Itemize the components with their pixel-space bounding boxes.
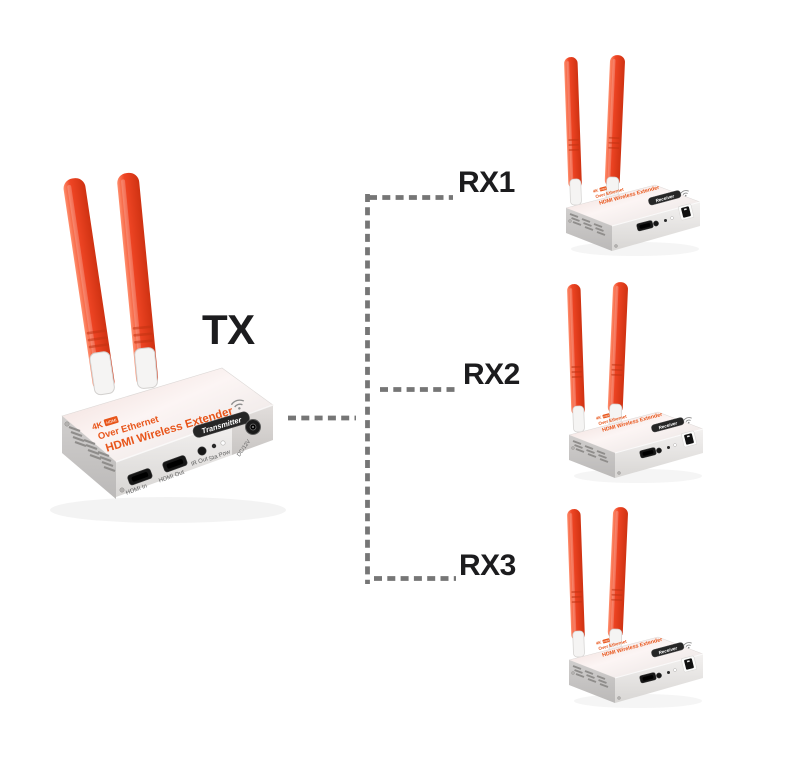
tx-antenna-hinge-right bbox=[134, 347, 158, 389]
tx-status-led bbox=[211, 443, 217, 449]
tx-ir-out-label: IR Out bbox=[190, 456, 209, 468]
tx-dc-jack-pin bbox=[252, 426, 254, 428]
screw bbox=[119, 487, 125, 493]
rx-device-3 bbox=[565, 505, 704, 709]
tx-antenna-hinge-left bbox=[89, 351, 115, 396]
screw bbox=[64, 421, 70, 427]
rx2-label: RX2 bbox=[463, 358, 520, 391]
rx1-label: RX1 bbox=[458, 166, 515, 199]
tx-antenna-left bbox=[63, 178, 115, 393]
device-shadow bbox=[50, 497, 286, 523]
antenna-grip-ridges bbox=[86, 329, 108, 349]
rx-device-1 bbox=[562, 53, 701, 257]
connector-lines bbox=[288, 194, 458, 584]
rx3-label: RX3 bbox=[459, 549, 516, 582]
tx-hdmi-out-port bbox=[162, 455, 188, 473]
tx-4k-marking: 4K bbox=[91, 419, 105, 432]
tx-ir-out-jack bbox=[197, 446, 207, 456]
rx-device-2 bbox=[565, 280, 704, 484]
tx-device: 4K HDMI Over Ethernet HDMI Wireless Exte… bbox=[50, 172, 286, 523]
antenna-grip-ridges bbox=[132, 325, 153, 344]
tx-hdmi-in-port bbox=[127, 468, 153, 486]
tx-power-led bbox=[220, 440, 226, 446]
wifi-icon bbox=[230, 399, 245, 410]
tx-antenna-right bbox=[117, 172, 159, 389]
hdmi-logo: HDMI bbox=[103, 416, 119, 427]
tx-label: TX bbox=[202, 306, 255, 353]
vent-grille bbox=[68, 425, 116, 473]
svg-text:HDMI: HDMI bbox=[105, 417, 117, 425]
